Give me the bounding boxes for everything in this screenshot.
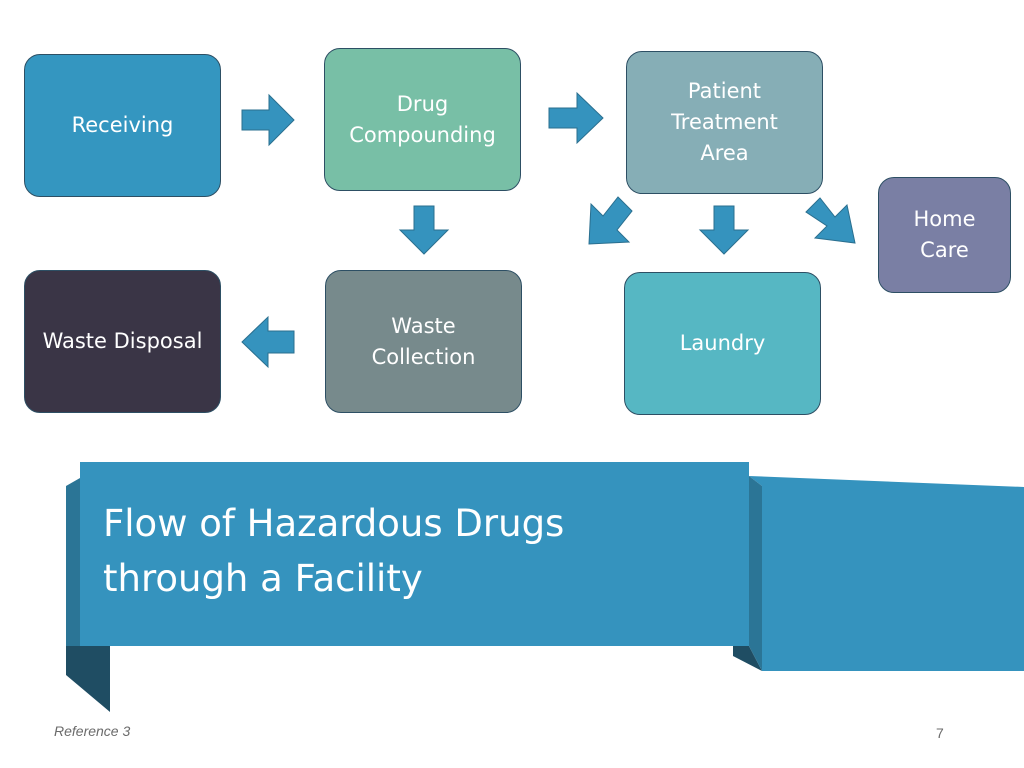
page-number: 7 xyxy=(936,725,944,741)
arrow-receiving-to-compounding xyxy=(241,93,295,147)
arrow-patient-to-waste xyxy=(588,196,633,245)
node-drug-compounding: Drug Compounding xyxy=(324,48,521,191)
banner-right-fold xyxy=(733,646,762,671)
banner-right-tail xyxy=(749,476,1024,671)
node-patient-treatment-area: Patient Treatment Area xyxy=(626,51,823,194)
node-waste-collection: Waste Collection xyxy=(325,270,522,413)
banner-right-edge xyxy=(749,476,762,671)
node-waste-disposal-label: Waste Disposal xyxy=(42,329,203,353)
node-patient-treatment-area-label: Patient Treatment Area xyxy=(671,79,778,165)
node-drug-compounding-label: Drug Compounding xyxy=(349,91,496,147)
banner-main xyxy=(80,462,749,646)
footer-reference: Reference 3 xyxy=(54,723,131,739)
node-waste-disposal: Waste Disposal xyxy=(24,270,221,413)
slide-title: Flow of Hazardous Drugs through a Facili… xyxy=(103,502,565,600)
arrow-waste-to-disposal xyxy=(241,315,295,369)
arrow-patient-to-laundry xyxy=(698,205,750,255)
node-laundry: Laundry xyxy=(624,272,821,415)
arrow-compounding-to-waste xyxy=(398,205,450,255)
banner-left-tail xyxy=(66,478,80,646)
node-waste-collection-label: Waste Collection xyxy=(371,313,476,369)
node-laundry-label: Laundry xyxy=(679,331,766,355)
node-home-care-label: Home Care xyxy=(913,207,976,262)
arrow-patient-to-home xyxy=(805,197,856,244)
banner-left-fold xyxy=(66,646,110,712)
arrow-compounding-to-patient xyxy=(548,91,604,145)
node-receiving-label: Receiving xyxy=(71,113,174,137)
node-receiving: Receiving xyxy=(24,54,221,197)
node-home-care: Home Care xyxy=(878,177,1011,293)
